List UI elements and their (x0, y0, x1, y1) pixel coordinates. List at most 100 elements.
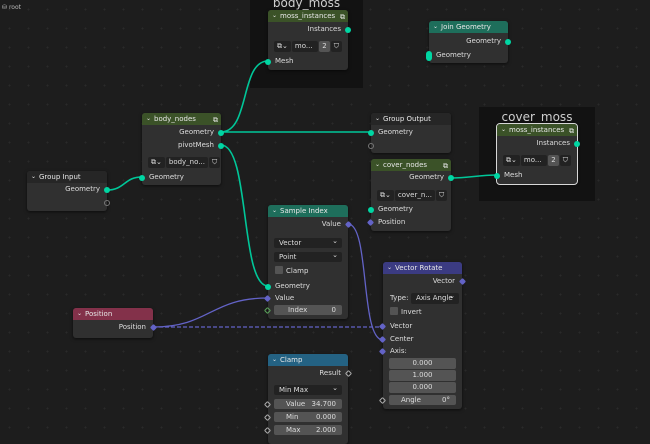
output-geometry: Geometry (142, 127, 224, 138)
output-empty (27, 197, 110, 208)
node-group-input[interactable]: ⌄Group Input Geometry (27, 171, 110, 211)
socket[interactable] (368, 206, 374, 213)
node-position[interactable]: ⌄Position Position (73, 308, 158, 338)
link-cover-moss-mesh (450, 174, 498, 179)
checkbox[interactable] (390, 307, 398, 315)
type-row: Type:Axis Angle (383, 291, 462, 304)
collapse-chevron-icon[interactable]: ⌄ (31, 173, 37, 180)
node-group-icon: ⧉ (213, 116, 218, 124)
node-tree-icon: ⛁ (2, 4, 9, 11)
collapse-chevron-icon[interactable]: ⌄ (272, 356, 278, 363)
output-result: Result (268, 368, 353, 379)
input-geometry: Geometry (368, 127, 451, 138)
link-position-value (152, 297, 269, 328)
invert-checkbox[interactable]: Invert (383, 307, 462, 318)
output-instances: Instances (497, 138, 580, 149)
node-body-nodes[interactable]: ⌄body_nodes⧉ Geometry pivotMesh ⧉⌄body_n… (139, 113, 224, 185)
socket[interactable] (345, 26, 351, 33)
collapse-chevron-icon[interactable]: ⌄ (272, 207, 278, 214)
link-sampleindex-center (347, 223, 384, 341)
node-group-output[interactable]: ⌄Group Output Geometry (368, 113, 451, 153)
node-tree-icon[interactable]: ⧉⌄ (503, 155, 520, 166)
socket[interactable] (265, 58, 271, 65)
datablock-selector[interactable]: ⧉⌄body_no...⛉ (148, 157, 221, 168)
input-mesh: Mesh (494, 170, 577, 181)
empty-socket[interactable] (368, 142, 374, 149)
socket[interactable] (218, 142, 224, 149)
input-vector: Vector (378, 321, 462, 332)
socket[interactable] (265, 283, 271, 290)
collapse-chevron-icon[interactable]: ⌄ (272, 12, 278, 19)
socket[interactable] (368, 129, 374, 136)
collapse-chevron-icon[interactable]: ⌄ (375, 115, 381, 122)
input-value: Value (263, 293, 348, 304)
node-group-icon: ⧉ (443, 162, 448, 170)
socket[interactable] (505, 38, 511, 45)
socket[interactable] (139, 174, 145, 181)
datablock-selector[interactable]: ⧉⌄mo...2⛉ (503, 155, 571, 166)
collapse-chevron-icon[interactable]: ⌄ (77, 310, 83, 317)
output-vector: Vector (383, 276, 467, 287)
collapse-chevron-icon[interactable]: ⌄ (387, 264, 393, 271)
output-value: Value (268, 219, 353, 230)
node-tree-icon[interactable]: ⧉⌄ (274, 41, 291, 52)
fake-user-shield-icon[interactable]: ⛉ (435, 190, 448, 201)
collapse-chevron-icon[interactable]: ⌄ (433, 23, 439, 30)
input-position: Position (366, 217, 451, 228)
clamp-checkbox[interactable]: Clamp (268, 266, 348, 277)
input-mesh: Mesh (265, 56, 348, 67)
link-pivot-sampleindex (220, 144, 269, 287)
input-geometry: Geometry (139, 172, 221, 183)
axis-x-field[interactable]: 0.000 (389, 358, 456, 369)
empty-socket[interactable] (104, 199, 110, 206)
fake-user-shield-icon[interactable]: ⛉ (330, 41, 342, 52)
socket[interactable] (448, 174, 454, 181)
socket[interactable] (104, 186, 110, 193)
output-geometry: Geometry (429, 36, 511, 47)
node-moss-instances-body[interactable]: ⌄moss_instances⧉ Instances ⧉⌄mo...2⛉ Mes… (265, 10, 351, 70)
link-body-moss-mesh (220, 60, 269, 133)
link-groupinput-bodynodes (106, 176, 143, 191)
clamp-mode-dropdown[interactable]: Min Max (274, 383, 342, 395)
socket[interactable] (494, 172, 500, 179)
input-center: Center (378, 334, 462, 345)
fake-user-shield-icon[interactable]: ⛉ (559, 155, 571, 166)
input-geometry: Geometry (368, 204, 451, 215)
node-tree-icon[interactable]: ⧉⌄ (377, 190, 394, 201)
axis-z-field[interactable]: 0.000 (389, 382, 456, 393)
datablock-selector[interactable]: ⧉⌄mo...2⛉ (274, 41, 342, 52)
type-dropdown[interactable]: Axis Angle (411, 291, 459, 304)
node-cover-nodes[interactable]: ⌄cover_nodes⧉ Geometry ⧉⌄cover_n...⛉ Geo… (366, 159, 454, 231)
node-tree-icon[interactable]: ⧉⌄ (148, 157, 165, 168)
node-moss-instances-cover[interactable]: ⌄moss_instances⧉ Instances ⧉⌄mo...2⛉ Mes… (494, 123, 580, 185)
collapse-chevron-icon[interactable]: ⌄ (146, 115, 152, 122)
node-join-geometry[interactable]: ⌄Join Geometry Geometry Geometry (426, 21, 511, 63)
socket[interactable] (218, 129, 224, 136)
breadcrumb[interactable]: ⛁ root (2, 4, 21, 11)
node-group-icon: ⧉ (569, 127, 574, 135)
socket[interactable] (574, 140, 580, 147)
collapse-chevron-icon[interactable]: ⌄ (375, 161, 381, 168)
input-geometry: Geometry (265, 281, 348, 292)
multi-input-socket[interactable] (426, 50, 432, 61)
checkbox[interactable] (275, 266, 283, 274)
node-sample-index[interactable]: ⌄Sample Index Value Vector Point Clamp G… (263, 205, 353, 319)
collapse-chevron-icon[interactable]: ⌄ (501, 126, 507, 133)
datablock-selector[interactable]: ⧉⌄cover_n...⛉ (377, 190, 448, 201)
output-geometry: Geometry (27, 184, 110, 195)
frame-title: cover_moss (501, 110, 573, 124)
output-geometry: Geometry (371, 172, 454, 183)
node-vector-rotate[interactable]: ⌄Vector Rotate Vector Type:Axis Angle In… (378, 262, 467, 409)
output-pivotmesh: pivotMesh (142, 140, 224, 151)
domain-dropdown[interactable]: Point (274, 250, 342, 262)
data-type-dropdown[interactable]: Vector (274, 236, 342, 248)
axis-y-field[interactable]: 1.000 (389, 370, 456, 381)
fake-user-shield-icon[interactable]: ⛉ (208, 157, 221, 168)
